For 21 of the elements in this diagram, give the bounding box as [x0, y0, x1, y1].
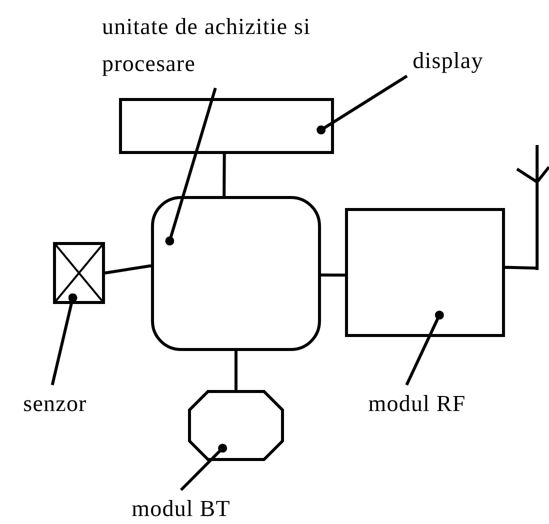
leader-label: unitate de achizitie si procesare	[102, 8, 316, 82]
connection-line	[504, 266, 538, 270]
leader-label: modul RF	[352, 385, 482, 422]
display-box	[119, 98, 334, 154]
leader-label: modul BT	[116, 490, 246, 524]
leader-line	[180, 444, 228, 492]
antenna-symbol	[515, 145, 549, 270]
rf-module-box	[345, 208, 505, 337]
leader-line	[405, 310, 444, 386]
leader-line	[165, 88, 217, 246]
connection-line	[104, 264, 152, 274]
processing-unit-box	[151, 196, 321, 351]
connection-line	[321, 274, 345, 277]
leader-line	[50, 293, 78, 386]
leader-line	[316, 74, 408, 134]
connection-line	[234, 351, 238, 390]
bt-module-octagon	[188, 390, 284, 461]
connection-line	[222, 154, 226, 196]
sensor-box	[53, 242, 105, 304]
leader-label: senzor	[10, 385, 100, 422]
leader-label: display	[398, 42, 498, 79]
